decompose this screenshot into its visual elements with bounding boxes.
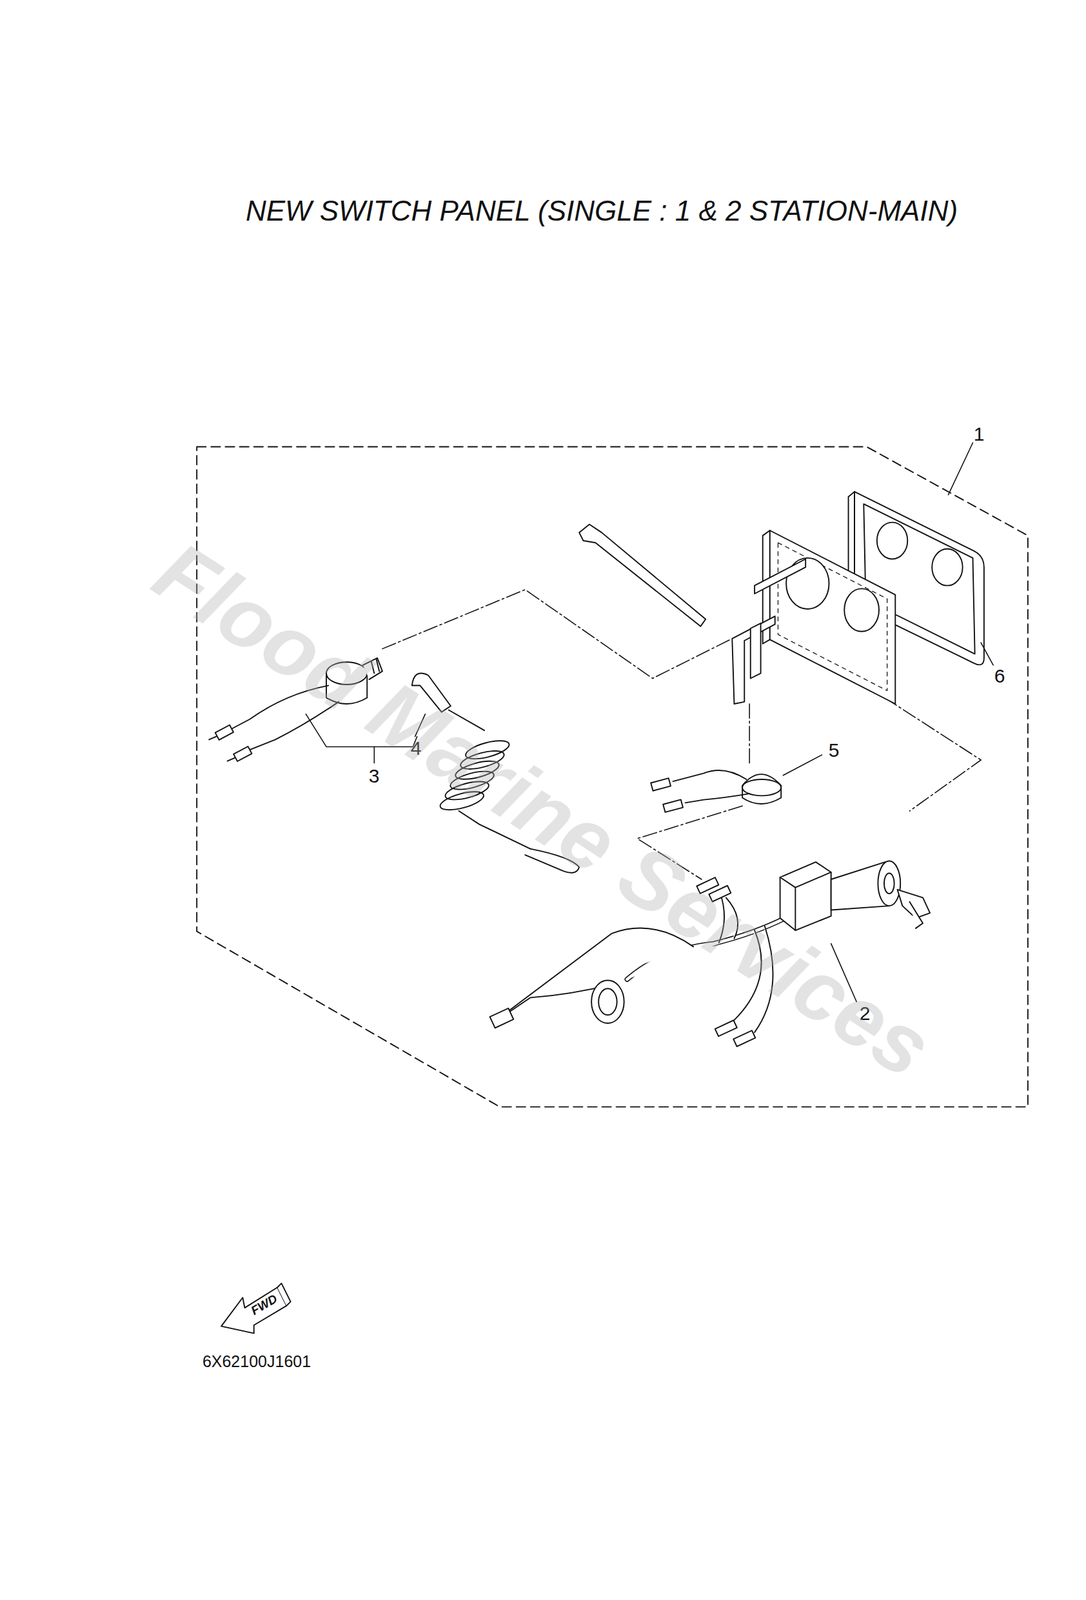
main-switch-harness	[591, 980, 625, 1023]
buzzer	[650, 770, 781, 812]
cable-tie	[579, 524, 706, 627]
forward-arrow	[221, 1286, 287, 1333]
main-switch-harness	[877, 860, 901, 907]
mounting-bracket	[731, 558, 806, 704]
callout-number: 5	[828, 739, 840, 761]
switch-plate	[844, 588, 879, 631]
direction-label: FWD	[248, 1291, 280, 1318]
main-switch-harness	[884, 873, 895, 894]
mounting-bracket	[731, 615, 775, 704]
buzzer	[685, 793, 751, 803]
forward-arrow	[221, 1282, 291, 1333]
mounting-bracket	[750, 622, 761, 678]
assembly-line	[748, 703, 751, 763]
forward-arrow	[277, 1282, 291, 1306]
stop-switch	[208, 736, 235, 761]
drawing-code: 6X62100J1601	[202, 1352, 311, 1371]
main-switch-harness	[490, 1007, 514, 1028]
switch-plate	[762, 530, 896, 704]
callout-number: 6	[994, 664, 1006, 687]
stop-switch	[233, 746, 252, 761]
callout-number: 1	[973, 423, 985, 445]
leader-line	[782, 754, 822, 776]
main-switch-harness	[598, 987, 617, 1015]
gasket	[931, 548, 963, 586]
switch-plate	[770, 530, 896, 704]
leader-line	[980, 642, 994, 665]
stop-switch	[215, 724, 234, 740]
main-switch-harness	[909, 901, 923, 929]
diagram-title: NEW SWITCH PANEL (SINGLE : 1 & 2 STATION…	[245, 195, 958, 227]
mounting-bracket	[754, 558, 806, 594]
cable-tie	[579, 524, 706, 627]
callout-number: 3	[368, 764, 380, 787]
leader-line	[948, 442, 974, 495]
watermark: Flood Marine Services	[138, 524, 948, 1096]
buzzer	[662, 799, 683, 812]
buzzer	[742, 773, 781, 804]
main-switch-harness	[733, 1029, 756, 1047]
buzzer	[742, 779, 781, 796]
gasket	[877, 522, 908, 560]
buzzer	[673, 770, 747, 781]
main-switch-harness	[715, 1019, 738, 1036]
buzzer	[650, 777, 671, 791]
